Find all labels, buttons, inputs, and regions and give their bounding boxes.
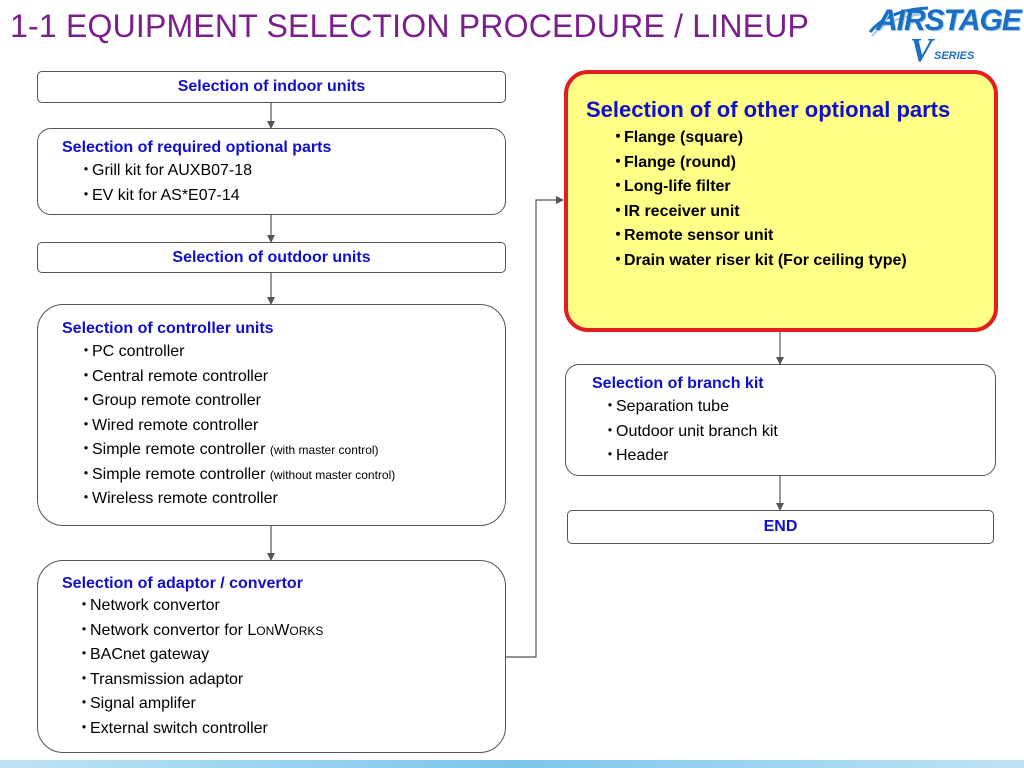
list-item: ・IR receiver unit (610, 202, 740, 220)
required-parts-list: ・Grill kit for AUXB07-18 ・EV kit for AS*… (62, 159, 505, 208)
controller-units-heading: Selection of controller units (62, 320, 274, 337)
logo-swoosh-icon (868, 6, 929, 37)
list-item: ・PC controller (78, 343, 185, 360)
logo-v-text: V (910, 32, 933, 69)
other-optional-parts-list: ・Flange (square) ・Flange (round) ・Long-l… (586, 126, 994, 273)
logo-brand-text: AIRSTAGE (876, 4, 1022, 37)
list-item: ・Long-life filter (610, 178, 731, 195)
list-item: ・Network convertor for LONWORKS (76, 621, 324, 639)
list-item: ・Flange (round) (610, 153, 736, 171)
branch-kit-heading: Selection of branch kit (592, 375, 764, 392)
list-item: ・Signal amplifer (76, 695, 196, 712)
list-item: ・Grill kit for AUXB07-18 (78, 162, 253, 179)
list-item: ・Central remote controller (78, 367, 269, 385)
controller-units-list: ・PC controller ・Central remote controlle… (62, 340, 505, 512)
adaptor-convertor-heading: Selection of adaptor / convertor (62, 575, 303, 592)
list-item: ・BACnet gateway (76, 646, 210, 663)
logo-series-text: SERIES (934, 50, 975, 62)
footer-band (0, 760, 1024, 768)
list-item: ・Network convertor (76, 597, 220, 614)
list-item: ・Header (602, 447, 669, 464)
arrow-adaptor-to-other (506, 196, 564, 658)
list-item: ・Drain water riser kit (For ceiling type… (610, 251, 907, 269)
adaptor-convertor-list: ・Network convertor ・Network convertor fo… (62, 594, 505, 741)
other-optional-parts-heading: Selection of of other optional parts (586, 97, 951, 122)
list-item: ・Separation tube (602, 398, 729, 415)
list-item: ・External switch controller (76, 719, 268, 737)
required-parts-box: Selection of required optional parts ・Gr… (37, 128, 506, 215)
outdoor-units-box: Selection of outdoor units (37, 242, 506, 273)
indoor-units-label: Selection of indoor units (177, 78, 366, 95)
list-item: ・Outdoor unit branch kit (602, 422, 778, 440)
list-item: ・Wired remote controller (78, 416, 259, 434)
list-item: ・Group remote controller (78, 392, 261, 409)
item-note: (with master control) (269, 443, 379, 457)
list-item: ・Simple remote controller (without maste… (78, 465, 396, 483)
list-item: ・Transmission adaptor (76, 670, 244, 688)
indoor-units-box: Selection of indoor units (37, 71, 506, 103)
outdoor-units-label: Selection of outdoor units (172, 248, 371, 266)
list-item: ・Flange (square) (610, 129, 744, 146)
branch-kit-list: ・Separation tube ・Outdoor unit branch ki… (592, 395, 995, 469)
branch-kit-box: Selection of branch kit ・Separation tube… (565, 364, 996, 476)
adaptor-convertor-box: Selection of adaptor / convertor ・Networ… (37, 560, 506, 753)
controller-units-box: Selection of controller units ・PC contro… (37, 304, 506, 526)
required-parts-heading: Selection of required optional parts (62, 139, 332, 156)
page-title: 1-1 EQUIPMENT SELECTION PROCEDURE / LINE… (10, 8, 810, 44)
list-item: ・Remote sensor unit (610, 227, 774, 244)
end-box: END (567, 510, 994, 544)
item-note: (without master control) (269, 467, 396, 482)
list-item: ・Wireless remote controller (78, 490, 278, 507)
airstage-logo: AIRSTAGE V SERIES (868, 2, 1022, 70)
list-item: ・Simple remote controller (with master c… (78, 441, 379, 458)
list-item: ・EV kit for AS*E07-14 (78, 186, 240, 204)
end-label: END (763, 518, 798, 535)
other-optional-parts-box: Selection of of other optional parts ・Fl… (564, 70, 998, 332)
